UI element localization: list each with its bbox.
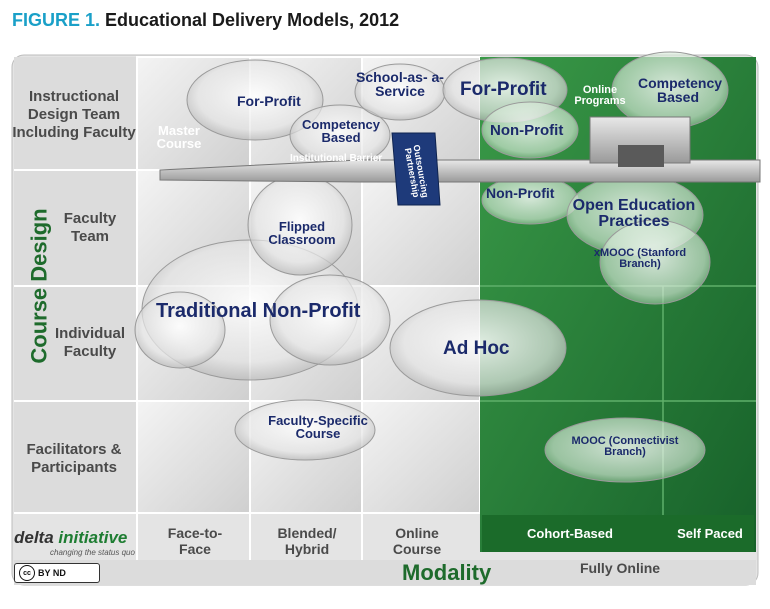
license-label: BY ND <box>38 568 66 578</box>
axis-label-modality: Modality <box>402 560 492 585</box>
cloud-shapes <box>134 51 729 483</box>
column-label-online-course: Online Course <box>392 525 442 557</box>
row-separators <box>14 169 480 560</box>
row-label-instructional-design: Instructional Design Team Including Facu… <box>12 88 136 141</box>
cloud-master-course: Master Course <box>156 123 202 151</box>
figure-title-text: Educational Delivery Models, 2012 <box>105 10 400 30</box>
creative-commons-badge: cc BY ND <box>14 563 100 583</box>
cloud-flipped-classroom: Flipped Classroom <box>268 219 336 247</box>
column-label-self-paced: Self Paced <box>677 526 743 541</box>
cohort-strip <box>482 515 754 552</box>
cloud-competency-based-right: Competency Based <box>638 75 723 105</box>
logo-tagline: changing the status quo <box>50 548 135 557</box>
row-label-individual-faculty: Individual Faculty <box>54 324 125 360</box>
cc-icon: cc <box>19 565 35 581</box>
column-label-blended: Blended/ Hybrid <box>277 525 337 557</box>
column-label-face-to-face: Face-to-Face <box>167 525 223 557</box>
institutional-barrier-shape <box>159 116 761 206</box>
cloud-traditional-non-profit: Traditional Non-Profit <box>156 300 361 322</box>
cloud-for-profit-top: For-Profit <box>460 79 547 100</box>
logo-name-a: delta <box>14 528 54 547</box>
cloud-online-programs: Online Programs <box>574 84 626 107</box>
cloud-for-profit-left: For-Profit <box>237 93 301 109</box>
institutional-barrier-label: Institutional Barrier <box>290 153 383 164</box>
delta-initiative-logo: delta initiative <box>14 528 127 548</box>
cloud-faculty-specific-course: Faculty-Specific Course <box>268 413 368 441</box>
cloud-competency-based-left: Competency Based <box>301 117 381 145</box>
axis-label-course-design: Course Design <box>26 208 52 364</box>
cloud-non-profit-top: Non-Profit <box>490 122 564 139</box>
row-label-faculty-team: Faculty Team <box>63 209 117 245</box>
modality-strip <box>14 560 756 585</box>
fully-online-label: Fully Online <box>579 560 661 576</box>
row-label-facilitators: Facilitators & Participants <box>26 440 122 476</box>
cloud-ad-hoc: Ad Hoc <box>443 338 510 359</box>
figure-label: FIGURE 1. <box>12 10 101 30</box>
cloud-xmooc: xMOOC (Stanford Branch) <box>593 247 687 270</box>
cloud-mooc: MOOC (Connectivist Branch) <box>571 435 679 458</box>
cloud-school-as-a-service: School-as- a-Service <box>356 69 444 99</box>
figure-title: FIGURE 1. Educational Delivery Models, 2… <box>12 10 399 31</box>
cloud-open-education-practices: Open Education Practices <box>572 197 696 230</box>
column-label-cohort-based: Cohort-Based <box>527 526 613 541</box>
cloud-non-profit-mid: Non-Profit <box>486 185 555 201</box>
logo-name-b: initiative <box>58 528 128 547</box>
